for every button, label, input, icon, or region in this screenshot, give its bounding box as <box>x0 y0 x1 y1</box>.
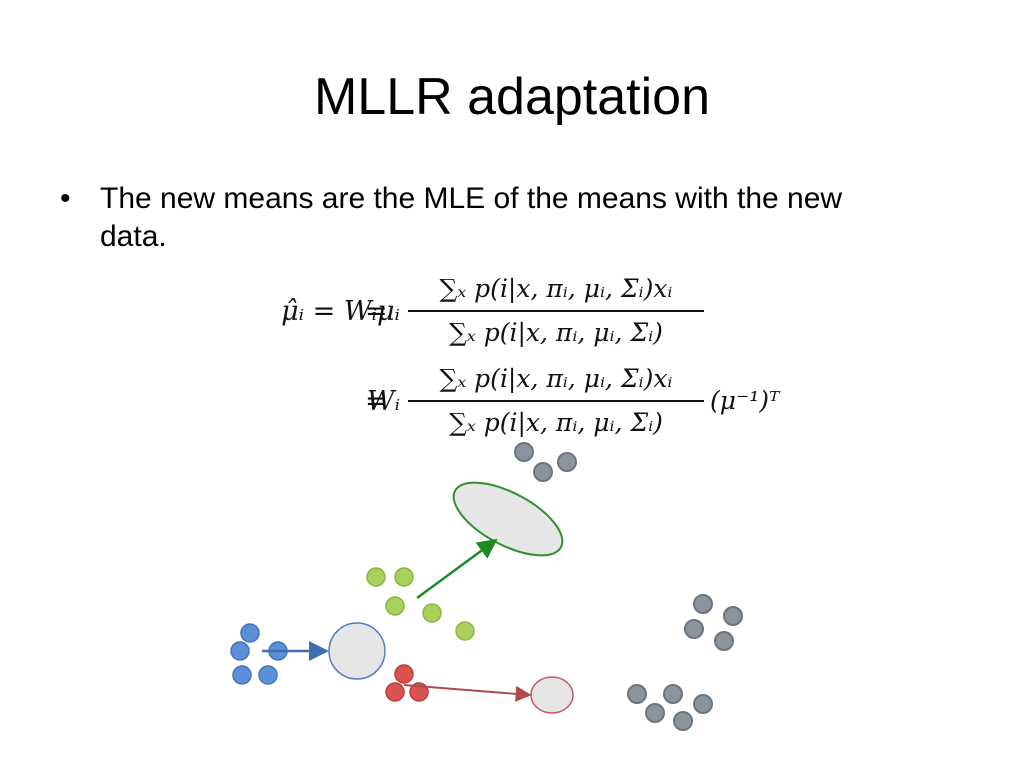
data-point <box>366 567 386 587</box>
equation-lhs: Wᵢ <box>366 386 400 417</box>
data-point <box>514 442 534 462</box>
red-arrow <box>403 684 532 702</box>
bullet-item: • The new means are the MLE of the means… <box>60 180 940 256</box>
fraction: ∑ₓ p(i|x, πᵢ, μᵢ, Σᵢ)xᵢ ∑ₓ p(i|x, πᵢ, μᵢ… <box>408 360 704 442</box>
data-point <box>232 665 252 685</box>
equals-sign: = <box>365 296 388 327</box>
fraction-numerator: ∑ₓ p(i|x, πᵢ, μᵢ, Σᵢ)xᵢ <box>439 364 673 393</box>
gray-cluster-top <box>514 442 577 482</box>
red-cluster <box>385 664 429 702</box>
bullet-marker: • <box>60 182 71 215</box>
data-point <box>385 596 405 616</box>
green-arrow <box>416 538 498 600</box>
equation-row-mean: μ̂ᵢ = Wᵢμᵢ = ∑ₓ p(i|x, πᵢ, μᵢ, Σᵢ)xᵢ ∑ₓ … <box>170 270 830 358</box>
gray-cluster-bottom <box>627 684 713 731</box>
equation-lhs: μ̂ᵢ = Wᵢμᵢ <box>281 296 400 327</box>
data-point <box>394 664 414 684</box>
data-point <box>693 694 713 714</box>
slide-title: MLLR adaptation <box>313 68 711 126</box>
data-point <box>455 621 475 641</box>
fraction: ∑ₓ p(i|x, πᵢ, μᵢ, Σᵢ)xᵢ ∑ₓ p(i|x, πᵢ, μᵢ… <box>408 270 704 352</box>
blue-cluster <box>230 623 288 685</box>
equation-block: μ̂ᵢ = Wᵢμᵢ = ∑ₓ p(i|x, πᵢ, μᵢ, Σᵢ)xᵢ ∑ₓ … <box>170 270 830 450</box>
data-point <box>533 462 553 482</box>
bullet-list: • The new means are the MLE of the means… <box>60 180 940 256</box>
bullet-text: The new means are the MLE of the means w… <box>100 182 843 253</box>
target-circle-red <box>530 676 574 714</box>
green-cluster <box>366 567 475 641</box>
data-point <box>258 665 278 685</box>
fraction-bar <box>408 400 704 402</box>
data-point <box>422 603 442 623</box>
data-point <box>645 703 665 723</box>
equation-tail: (μ⁻¹)ᵀ <box>710 386 780 415</box>
data-point <box>663 684 683 704</box>
data-point <box>693 594 713 614</box>
data-point <box>394 567 414 587</box>
fraction-numerator: ∑ₓ p(i|x, πᵢ, μᵢ, Σᵢ)xᵢ <box>439 274 673 303</box>
fraction-denominator: ∑ₓ p(i|x, πᵢ, μᵢ, Σᵢ) <box>449 408 663 437</box>
data-point <box>557 452 577 472</box>
data-point <box>684 619 704 639</box>
gray-cluster-right <box>684 594 743 651</box>
data-point <box>230 641 250 661</box>
target-ellipse-green <box>452 481 564 557</box>
data-point <box>627 684 647 704</box>
data-point <box>673 711 693 731</box>
data-point <box>240 623 260 643</box>
equation-row-transform: Wᵢ = ∑ₓ p(i|x, πᵢ, μᵢ, Σᵢ)xᵢ ∑ₓ p(i|x, π… <box>170 360 830 448</box>
data-point <box>385 682 405 702</box>
data-point <box>714 631 734 651</box>
fraction-bar <box>408 310 704 312</box>
target-circle-blue <box>328 622 386 680</box>
data-point <box>723 606 743 626</box>
equals-sign: = <box>365 386 388 417</box>
fraction-denominator: ∑ₓ p(i|x, πᵢ, μᵢ, Σᵢ) <box>449 318 663 347</box>
